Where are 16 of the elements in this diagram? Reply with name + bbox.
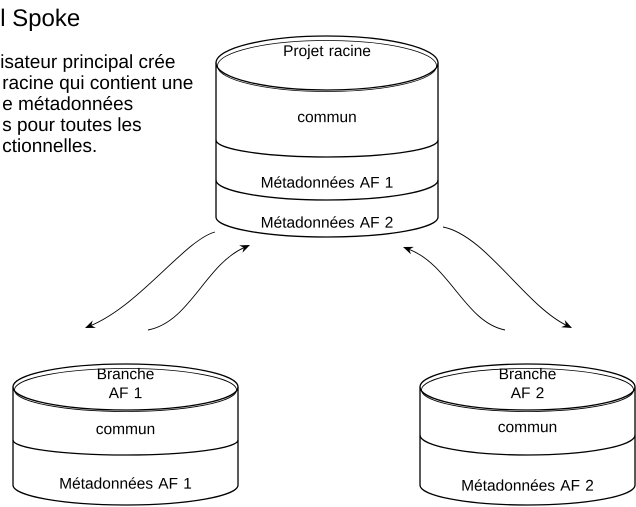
description-line: e métadonnées [3, 96, 132, 110]
description-line: ctionnelles. [3, 138, 96, 152]
node-label: Métadonnées AF 1 [60, 477, 192, 489]
node-label: Métadonnées AF 2 [262, 216, 393, 228]
node-label: commun [298, 114, 356, 122]
description-line: isateur principal crée [1, 54, 175, 72]
database-cylinder: Projet racine commun Métadonnées AF 1 Métadonnées AF 2 [215, 35, 439, 238]
node-label: commun [498, 424, 556, 432]
description-line: s pour toutes les [2, 117, 141, 135]
title: l Spoke [2, 8, 80, 31]
description-line: racine qui contient une [3, 75, 192, 93]
node-label: commun [96, 426, 154, 434]
database-cylinder: Branche AF 1 commun Métadonnées AF 1 [12, 363, 239, 506]
node-label: Métadonnées AF 2 [462, 479, 594, 491]
node-label: Métadonnées AF 1 [262, 176, 393, 188]
database-cylinder: Branche AF 2 commun Métadonnées AF 2 [419, 363, 636, 506]
